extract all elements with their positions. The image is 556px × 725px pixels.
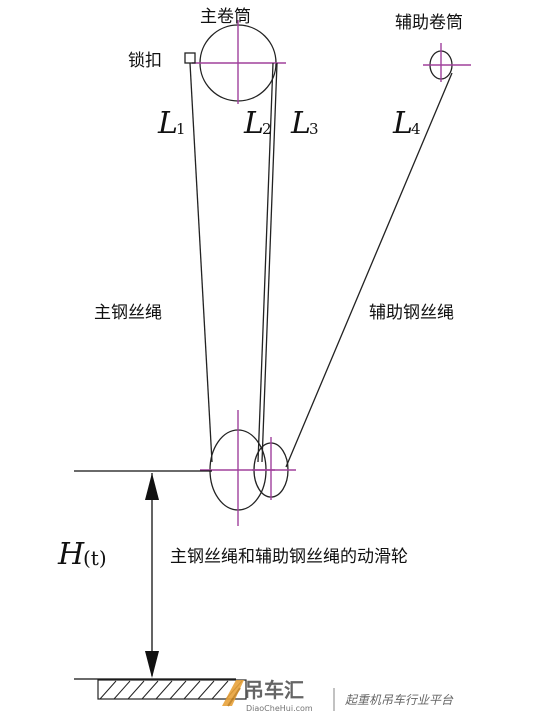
watermark: 吊车汇 DiaoCheHui.com 起重机吊车行业平台	[222, 678, 454, 713]
aux-rope-label: 辅助钢丝绳	[369, 303, 454, 323]
main-wire-rope	[189, 62, 278, 463]
height-dimension-arrow	[145, 473, 159, 678]
aux-drum-label: 辅助卷筒	[395, 13, 463, 33]
watermark-logo-icon	[222, 680, 244, 707]
main-drum	[192, 20, 286, 104]
svg-text:H: H	[57, 537, 85, 572]
main-rope-label: 主钢丝绳	[94, 303, 162, 323]
segment-label-L2: L 2	[243, 106, 272, 141]
aux-drum	[423, 43, 471, 82]
svg-text:4: 4	[411, 120, 421, 138]
height-label: H (t)	[57, 537, 107, 572]
pulley-label: 主钢丝绳和辅助钢丝绳的动滑轮	[170, 547, 408, 567]
aux-wire-rope	[285, 72, 453, 468]
svg-text:L: L	[392, 106, 413, 141]
watermark-url: DiaoCheHui.com	[246, 704, 313, 713]
watermark-slogan: 起重机吊车行业平台	[345, 693, 454, 707]
main-drum-label: 主卷筒	[200, 7, 251, 27]
svg-text:L: L	[243, 106, 264, 141]
movable-pulley-aux	[252, 437, 296, 500]
watermark-name: 吊车汇	[244, 678, 304, 702]
lock-clasp	[184, 52, 196, 64]
svg-text:(t): (t)	[83, 546, 107, 570]
lock-label: 锁扣	[128, 51, 162, 71]
svg-text:L: L	[290, 106, 311, 141]
segment-label-L3: L 3	[290, 106, 319, 141]
svg-text:3: 3	[309, 120, 319, 138]
svg-text:2: 2	[262, 120, 272, 138]
segment-label-L4: L 4	[392, 106, 421, 141]
segment-label-L1: L 1	[157, 106, 186, 141]
svg-text:L: L	[157, 106, 178, 141]
svg-text:1: 1	[176, 120, 186, 138]
ground	[74, 678, 247, 700]
